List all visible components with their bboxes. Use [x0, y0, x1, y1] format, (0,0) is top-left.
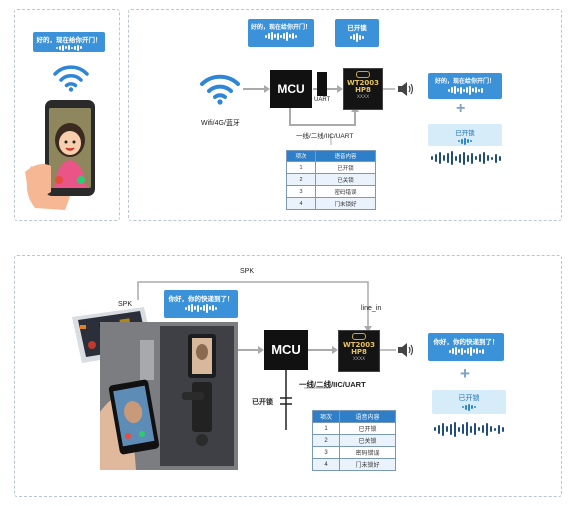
top-mcu-speech-bubble: 好的，现在给你开门！	[248, 19, 314, 47]
table-header-index: 项次	[312, 410, 340, 423]
table-cell-content: 已关锁	[339, 434, 396, 447]
top-chip-bubble-text: 已开锁	[347, 25, 367, 32]
table-header-content: 语音内容	[339, 410, 396, 423]
bottom-spk-board-label: SPK	[118, 301, 133, 308]
chip-logo-icon	[352, 333, 366, 340]
table-cell-content: 已开锁	[339, 422, 396, 435]
bottom-output-waveform	[432, 420, 506, 438]
bottom-output-bubble-2-text: 已开锁	[458, 395, 480, 402]
phone-bubble-wave	[33, 44, 105, 51]
table-cell-index: 3	[312, 446, 340, 459]
bottom-output-bubble-2: 已开锁	[432, 390, 506, 414]
wifi-icon	[53, 65, 89, 92]
bottom-line-in-label: line_in	[361, 305, 382, 312]
top-output-bubble-2: 已开锁	[428, 124, 502, 146]
top-output-bubble-1-wave	[428, 85, 502, 95]
bottom-chip-line1: WT2003	[343, 341, 375, 349]
bottom-bus-label: 一线/二线/IIC/UART	[299, 380, 366, 389]
bottom-output-bubble-1-wave	[428, 346, 504, 356]
table-cell-content: 门未锁好	[339, 458, 396, 471]
smart-door-lock-photo	[100, 322, 238, 470]
table-header-row: 项次 语音内容	[312, 410, 396, 423]
bottom-output-bubble-2-wave	[432, 403, 506, 411]
top-output-bubble-1-text: 好的，现在给你开门！	[434, 79, 495, 85]
top-output-waveform	[430, 150, 502, 166]
wifi-icon	[200, 74, 240, 105]
phone-panel: 好的，现在给你开门！	[14, 9, 120, 221]
table-cell-content: 已关锁	[315, 173, 376, 186]
smartphone-video-call-illustration	[25, 100, 95, 210]
top-bus-label: 一线/二线/IIC/UART	[296, 133, 354, 140]
top-mcu-bubble-wave	[248, 31, 314, 41]
speaker-icon	[398, 82, 414, 96]
top-chip-line2: HP8	[355, 86, 371, 95]
bottom-output-bubble-1: 你好，你的快递到了！	[428, 333, 504, 361]
table-cell-content: 密码错误	[339, 446, 396, 459]
top-plus-sign: +	[456, 100, 466, 117]
bottom-unlock-label: 已开锁	[252, 399, 273, 406]
table-cell-index: 4	[312, 458, 340, 471]
top-output-bubble-2-text: 已开锁	[455, 130, 475, 137]
table-cell-content: 门未锁好	[315, 197, 376, 210]
top-chip-bubble-wave	[335, 32, 379, 42]
bottom-chip-line3: XXXX	[352, 356, 366, 362]
top-output-bubble-2-wave	[428, 137, 502, 145]
top-wt2003-chip: WT2003 HP8 XXXX	[343, 68, 383, 110]
phone-bubble-text: 好的，现在给你开门！	[36, 37, 102, 44]
board-bubble-wave	[164, 303, 238, 313]
table-cell-index: 4	[286, 197, 316, 210]
top-chip-line3: XXXX	[356, 94, 370, 100]
bottom-mcu-block: MCU	[264, 330, 308, 370]
speaker-icon	[398, 343, 414, 357]
board-speech-bubble: 你好，你的快递到了！	[164, 290, 238, 318]
bottom-mcu-label: MCU	[271, 342, 301, 357]
table-cell-index: 1	[312, 422, 340, 435]
board-bubble-text: 你好，你的快递到了！	[168, 296, 234, 303]
top-chip-line1: WT2003	[347, 79, 379, 87]
top-chip-speech-bubble: 已开锁	[335, 19, 379, 47]
bottom-chip-line2: HP8	[351, 348, 367, 357]
bottom-wt2003-chip: WT2003 HP8 XXXX	[338, 330, 380, 372]
top-mcu-label: MCU	[277, 82, 305, 96]
bottom-output-bubble-1-text: 你好，你的快递到了！	[433, 339, 499, 346]
chip-logo-icon	[356, 71, 370, 78]
top-mcu-block: MCU	[270, 70, 312, 108]
phone-speech-bubble: 好的，现在给你开门！	[33, 32, 105, 52]
table-header-index: 项次	[286, 150, 316, 162]
top-output-bubble-1: 好的，现在给你开门！	[428, 73, 502, 99]
bottom-spk-top-label: SPK	[240, 268, 255, 275]
wireless-label: Wifi/4G/蓝牙	[201, 120, 240, 127]
bottom-plus-sign: +	[460, 364, 470, 383]
table-cell-index: 2	[312, 434, 340, 447]
top-mcu-bubble-text: 好的，现在给你开门！	[250, 25, 311, 31]
top-uart-module	[317, 72, 327, 96]
table-header-row: 项次 语音内容	[286, 150, 376, 162]
top-uart-label: UART	[314, 97, 331, 103]
